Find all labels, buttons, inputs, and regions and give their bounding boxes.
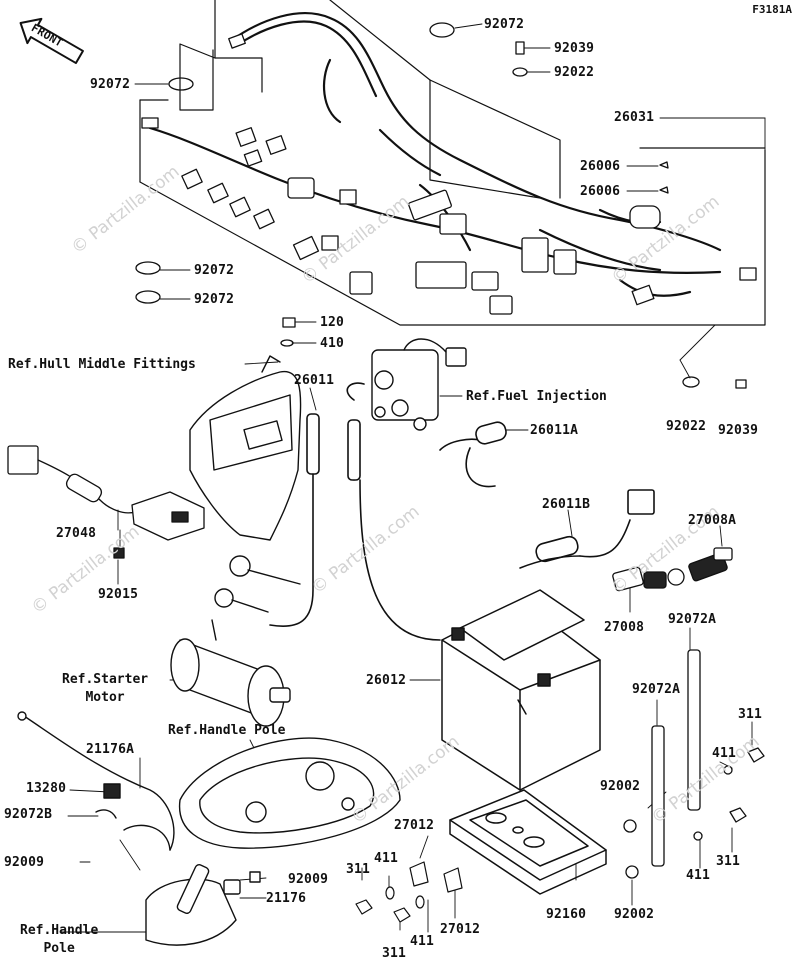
- relay-harness-27048: [7, 445, 205, 559]
- part-label-27012: 27012: [394, 818, 435, 833]
- part-label-27048: 27048: [56, 526, 97, 541]
- part-label-411: 411: [410, 934, 435, 949]
- part-label-13280: 13280: [26, 781, 67, 796]
- part-label-27012: 27012: [440, 922, 481, 937]
- leader-lines: [59, 23, 766, 933]
- starter-motor: [170, 555, 301, 727]
- harness-connectors: [141, 33, 757, 315]
- relay-box-bracket: [189, 355, 302, 541]
- part-label-26011B: 26011B: [542, 497, 591, 512]
- battery-straps: [623, 649, 765, 879]
- part-label-26011: 26011: [294, 373, 335, 388]
- starter-cable-leads: [269, 382, 655, 641]
- harness-group-outline: [139, 0, 766, 326]
- part-label-92160: 92160: [546, 907, 587, 922]
- part-label-21176: 21176: [266, 891, 307, 906]
- fuel-injection-relay: [371, 338, 467, 431]
- part-label-120: 120: [320, 315, 345, 330]
- battery: [441, 589, 601, 791]
- part-label-411: 411: [712, 746, 737, 761]
- part-label-26031: 26031: [614, 110, 655, 125]
- part-label-92072: 92072: [194, 263, 235, 278]
- part-label-92009: 92009: [4, 855, 45, 870]
- part-label-27008: 27008: [604, 620, 645, 635]
- part-label-311: 311: [738, 707, 763, 722]
- part-label-92039: 92039: [718, 423, 759, 438]
- part-label-26006: 26006: [580, 184, 621, 199]
- front-arrow-icon: [19, 17, 84, 65]
- part-label-21176A: 21176A: [86, 742, 135, 757]
- part-label-92002: 92002: [600, 779, 641, 794]
- part-label-411: 411: [686, 868, 711, 883]
- ref-fuel-injection: Ref.Fuel Injection: [466, 389, 607, 404]
- part-label-92022: 92022: [666, 419, 707, 434]
- lanyard-keys: [612, 547, 733, 592]
- part-label-92039: 92039: [554, 41, 595, 56]
- part-label-92022: 92022: [554, 65, 595, 80]
- part-label-92072B: 92072B: [4, 807, 53, 822]
- part-label-311: 311: [716, 854, 741, 869]
- part-label-26006: 26006: [580, 159, 621, 174]
- part-label-92072A: 92072A: [632, 682, 681, 697]
- battery-tray: [449, 789, 607, 895]
- part-label-27008A: 27008A: [688, 513, 737, 528]
- ref-hull-middle-fittings: Ref.Hull Middle Fittings: [8, 357, 196, 372]
- ref-handle-pole-lower: Ref.Handle Pole: [20, 923, 99, 956]
- part-label-92015: 92015: [98, 587, 139, 602]
- ref-handle-pole-upper: Ref.Handle Pole: [168, 723, 286, 738]
- part-label-92072: 92072: [194, 292, 235, 307]
- ref-starter-motor: Ref.Starter Motor: [62, 672, 149, 705]
- part-label-92072A: 92072A: [668, 612, 717, 627]
- part-label-26011A: 26011A: [530, 423, 579, 438]
- part-label-92072: 92072: [90, 77, 131, 92]
- part-label-311: 311: [382, 946, 407, 961]
- handle-pole-housing: [17, 711, 401, 946]
- figure-code: F3181A: [752, 3, 792, 16]
- part-label-92072: 92072: [484, 17, 525, 32]
- part-label-26012: 26012: [366, 673, 407, 688]
- part-label-411: 411: [374, 851, 399, 866]
- part-label-92002: 92002: [614, 907, 655, 922]
- part-label-410: 410: [320, 336, 345, 351]
- part-label-92009: 92009: [288, 872, 329, 887]
- battery-fasteners: [355, 861, 463, 923]
- part-label-311: 311: [346, 862, 371, 877]
